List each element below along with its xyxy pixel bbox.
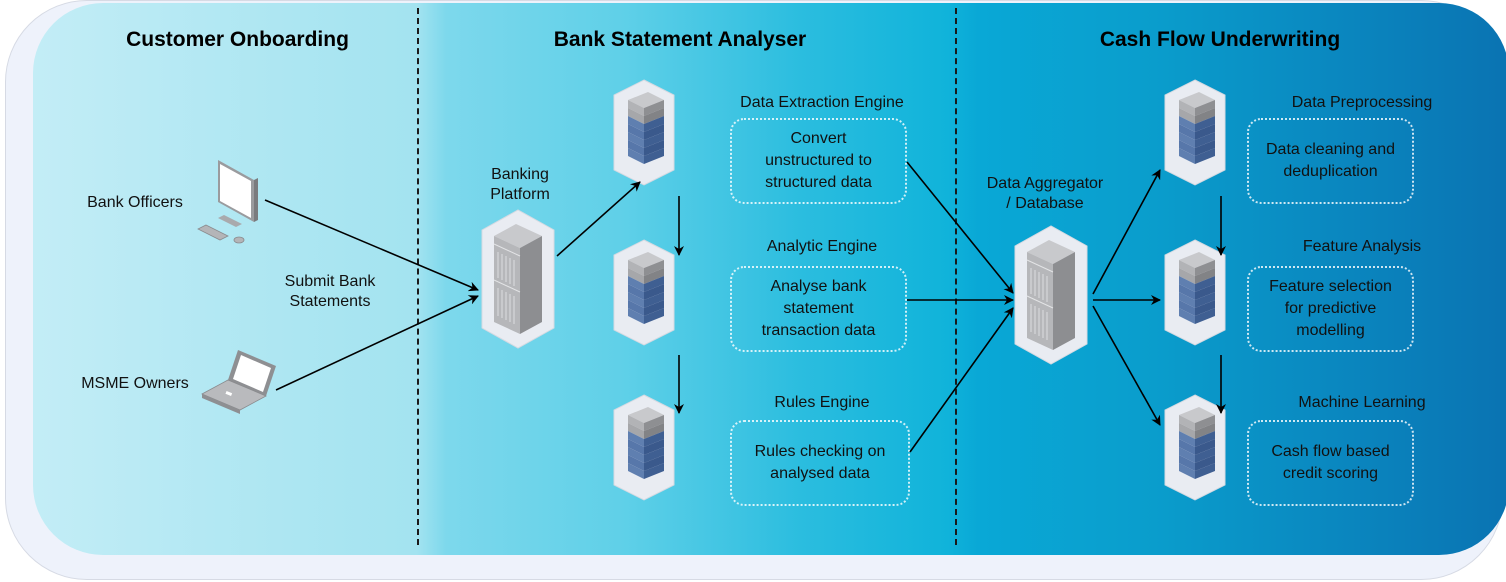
desktop-computer-icon [197,160,258,244]
node-label-line: Data Aggregator [986,175,1104,192]
feature-analysis-server-stack-icon [1164,239,1226,346]
engine-description-box: Convert unstructured to structured data [730,118,907,204]
edge-label-submit: Submit Bank Statements [260,272,400,312]
banking-platform-server-rack-icon [481,209,555,349]
engine-title-analytic: Analytic Engine [766,238,878,255]
engine-title-data-extraction: Data Extraction Engine [740,94,904,111]
rules-server-stack-icon [613,394,675,501]
arrow-aggregator-to-machine-learning [1092,305,1161,426]
actor-label-msme-owners: MSME Owners [81,375,189,392]
description-line: Feature selection [1269,278,1392,295]
arrow-platform-to-extraction [556,181,641,257]
description-line: analysed data [770,465,870,482]
description-line: credit scoring [1282,465,1379,482]
step-description-box: Cash flow based credit scoring [1247,420,1414,506]
description-line: statement [783,300,854,317]
description-line: modelling [1296,322,1365,339]
step-title-machine-learning: Machine Learning [1298,394,1426,411]
step-title-feature-analysis: Feature Analysis [1302,238,1422,255]
description-line: Cash flow based [1271,443,1390,460]
actor-label-bank-officers: Bank Officers [87,194,183,211]
node-label-line: / Database [1006,195,1084,212]
data-aggregator-server-rack-icon [1014,225,1088,365]
node-label-data-aggregator: Data Aggregator / Database [975,174,1115,214]
arrow-extraction-to-aggregator [906,161,1014,294]
description-line: Rules checking on [754,443,886,460]
description-line: deduplication [1283,163,1378,180]
section-divider-2 [955,8,957,545]
section-divider-1 [417,8,419,545]
node-label-line: Banking [491,166,549,183]
section-title-cash-flow-underwriting: Cash Flow Underwriting [1099,28,1341,51]
section-title-customer-onboarding: Customer Onboarding [126,28,349,51]
description-line: unstructured to [765,152,872,169]
description-line: Data cleaning and [1266,141,1395,158]
arrow-bank-officers-to-platform [264,199,479,292]
arrow-msme-to-platform [275,295,479,391]
engine-title-rules: Rules Engine [774,394,870,411]
section-title-bank-statement-analyser: Bank Statement Analyser [553,28,807,51]
description-line: structured data [765,174,872,191]
description-line: Analyse bank [770,278,867,295]
machine-learning-server-stack-icon [1164,394,1226,501]
data-extraction-server-stack-icon [613,79,675,186]
step-description-box: Data cleaning and deduplication [1247,118,1414,204]
step-description-box: Feature selection for predictive modelli… [1247,266,1414,352]
laptop-icon [201,350,276,414]
engine-description-box: Analyse bank statement transaction data [730,266,907,352]
node-label-line: Platform [490,186,550,203]
arrow-rules-to-aggregator [909,307,1014,453]
edge-label-line: Submit Bank [284,273,376,290]
engine-description-box: Rules checking on analysed data [730,420,910,506]
edge-label-line: Statements [289,293,371,310]
analytic-server-stack-icon [613,239,675,346]
description-line: for predictive [1284,300,1377,317]
arrow-aggregator-to-preprocessing [1092,169,1161,295]
step-title-data-preprocessing: Data Preprocessing [1291,94,1433,111]
description-line: transaction data [761,322,876,339]
preprocessing-server-stack-icon [1164,79,1226,186]
description-line: Convert [790,130,847,147]
node-label-banking-platform: Banking Platform [465,165,575,205]
